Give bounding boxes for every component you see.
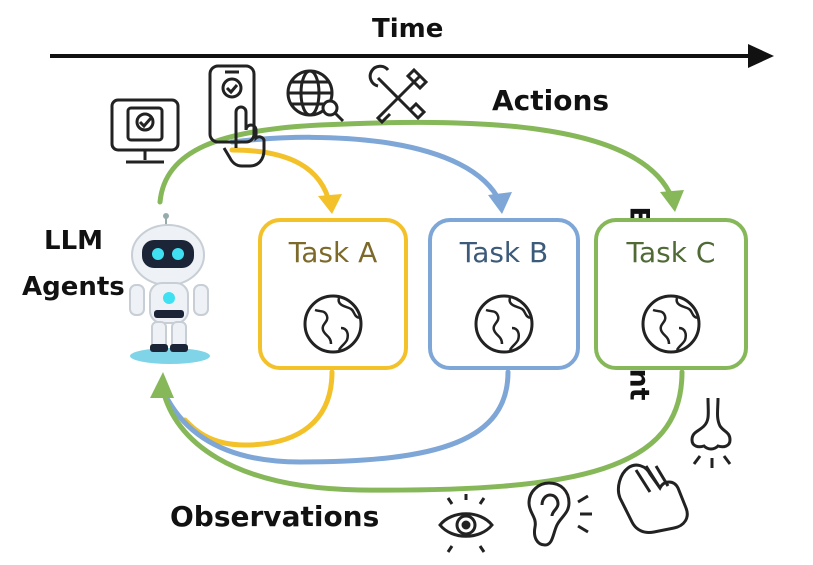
task-box-b: Task B	[428, 218, 580, 370]
task-box-c: Task C	[594, 218, 748, 370]
globe-icon	[303, 294, 363, 354]
action-arrowhead-b	[488, 192, 512, 214]
action-arrow-a	[229, 147, 333, 208]
hand-icon	[616, 463, 689, 534]
action-arrowhead-c	[660, 190, 684, 212]
time-arrow	[50, 44, 774, 68]
action-arrow-c	[157, 119, 675, 205]
tools-icon	[368, 64, 429, 125]
globe-icon	[641, 294, 701, 354]
nose-icon	[690, 397, 732, 468]
task-b-label: Task B	[459, 236, 549, 269]
observation-arrowhead	[150, 372, 174, 398]
task-a-label: Task A	[288, 236, 378, 269]
observations-label: Observations	[170, 500, 380, 533]
time-label: Time	[372, 14, 444, 44]
task-c-label: Task C	[626, 236, 716, 269]
action-arrow-b	[229, 134, 503, 205]
phone-tap-icon	[208, 64, 266, 168]
observation-arrow-a	[182, 369, 335, 448]
observation-arrow-c	[160, 369, 685, 493]
agents-label-line1: LLM	[44, 226, 104, 256]
computer-check-icon	[110, 98, 180, 164]
globe-icon	[474, 294, 534, 354]
ear-icon	[527, 481, 592, 547]
robot-icon	[129, 213, 210, 364]
actions-label: Actions	[492, 84, 610, 117]
task-box-a: Task A	[258, 218, 408, 370]
web-search-icon	[286, 69, 345, 123]
eye-icon	[438, 494, 494, 553]
action-arrowhead-a	[318, 194, 342, 214]
agents-label-line2: Agents	[22, 272, 125, 302]
observation-arrow-b	[165, 369, 511, 465]
